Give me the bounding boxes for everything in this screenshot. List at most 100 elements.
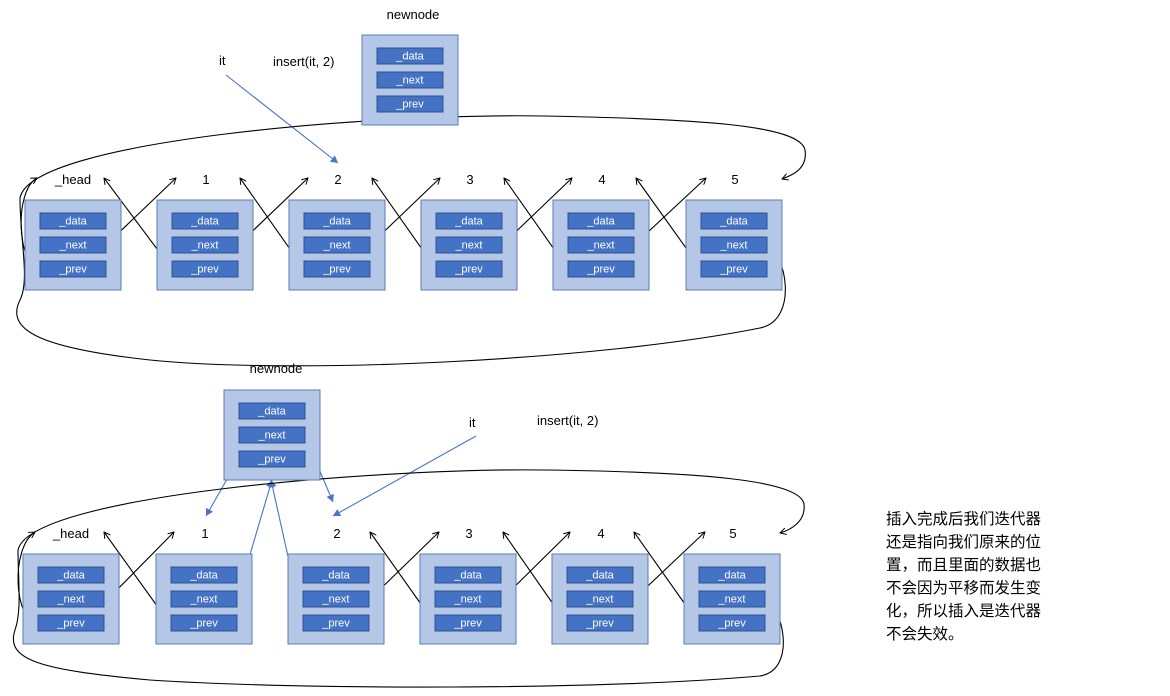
field-next: [302, 590, 370, 608]
field-next-label: _next: [59, 239, 87, 251]
field-next: [434, 590, 502, 608]
field-prev: [700, 260, 768, 278]
field-data-label: _data: [453, 569, 482, 581]
field-prev-label: _prev: [454, 263, 483, 275]
field-data-label: _data: [189, 569, 218, 581]
node-label-1: 1: [202, 172, 209, 187]
field-prev: [302, 614, 370, 632]
list-node-after-0: _data _next _prev: [22, 553, 120, 645]
node-label-2: 2: [334, 172, 341, 187]
field-data: [171, 212, 239, 230]
insert-call-label: insert(it, 2): [273, 54, 334, 69]
newnode-label-after: newnode: [250, 361, 303, 376]
iterator-label: it: [219, 53, 226, 68]
list-node-after-4: _data_next_prev: [551, 553, 649, 645]
list-node-after-5: _data _next _prev: [683, 553, 781, 645]
field-prev: [170, 614, 238, 632]
field-prev: [303, 260, 371, 278]
node-label-5: 5: [731, 172, 738, 187]
field-data-label: _data: [395, 50, 424, 62]
field-prev-label: _prev: [719, 263, 748, 275]
explanation-note: 插入完成后我们迭代器 还是指向我们原来的位 置，而且里面的数据也 不会因为平移而…: [886, 508, 1086, 646]
field-next: [376, 71, 444, 89]
field-next-label: _next: [586, 593, 614, 605]
tail-next-loop: [19, 115, 806, 199]
field-next: [567, 236, 635, 254]
list-node-after-3: _data_next_prev: [419, 553, 517, 645]
field-prev-label: _prev: [56, 617, 85, 629]
field-prev: [698, 614, 766, 632]
node-label-after-5: 5: [729, 526, 736, 541]
field-next-label: _next: [323, 239, 351, 251]
field-data-label: _data: [717, 569, 746, 581]
field-data: [238, 402, 306, 420]
newnode-box-after: _data _next _prev: [223, 389, 321, 481]
insert-call-label-after: insert(it, 2): [537, 413, 598, 428]
field-data-label: _data: [585, 569, 614, 581]
field-next: [171, 236, 239, 254]
list-node-3: _data _next _prev: [420, 199, 518, 291]
field-next-label: _next: [322, 593, 350, 605]
field-next: [303, 236, 371, 254]
field-next: [170, 590, 238, 608]
tail-to-head-loop: [16, 197, 786, 367]
field-data-label: _data: [586, 215, 615, 227]
field-prev-label: _prev: [717, 617, 746, 629]
field-prev-label: _prev: [586, 263, 615, 275]
field-data-label: _data: [257, 405, 286, 417]
field-data-label: _data: [190, 215, 219, 227]
field-prev-label: _prev: [322, 263, 351, 275]
note-line: 化，所以插入是迭代器: [886, 602, 1042, 620]
field-next: [238, 426, 306, 444]
newnode-label: newnode: [387, 7, 440, 22]
field-data-label: _data: [56, 569, 85, 581]
field-next-label: _next: [718, 593, 746, 605]
node-layer: _data _next _prev _data _next _prev _data _next…: [22, 34, 783, 645]
field-data-label: _data: [454, 215, 483, 227]
field-data: [39, 212, 107, 230]
field-next-label: _next: [258, 429, 286, 441]
field-next: [566, 590, 634, 608]
field-prev-label: _prev: [395, 98, 424, 110]
list-node-5: _data_next_prev: [685, 199, 783, 291]
field-next: [39, 236, 107, 254]
field-prev: [39, 260, 107, 278]
field-next-label: _next: [455, 239, 483, 251]
field-data: [37, 566, 105, 584]
field-next: [37, 590, 105, 608]
field-data: [302, 566, 370, 584]
field-data: [170, 566, 238, 584]
node-label-after-2: 2: [333, 526, 340, 541]
field-prev: [238, 450, 306, 468]
newnode-box: _data_next_prev: [361, 34, 459, 126]
field-next-label: _next: [57, 593, 85, 605]
field-prev-label: _prev: [453, 617, 482, 629]
field-next-label: _next: [191, 239, 219, 251]
iterator-label-after: it: [469, 415, 476, 430]
field-next: [700, 236, 768, 254]
field-prev-label: _prev: [190, 263, 219, 275]
field-next: [698, 590, 766, 608]
list-node-2: _data_next_prev: [288, 199, 386, 291]
list-node-after-2: _data_next_prev: [287, 553, 385, 645]
field-data: [567, 212, 635, 230]
field-data-label: _data: [719, 215, 748, 227]
field-data: [700, 212, 768, 230]
node-label-after-3: 3: [465, 526, 472, 541]
field-data: [434, 566, 502, 584]
field-data: [566, 566, 634, 584]
field-next-label: _next: [587, 239, 615, 251]
field-data: [698, 566, 766, 584]
note-line: 不会失效。: [886, 625, 964, 643]
field-prev-label: _prev: [257, 453, 286, 465]
field-prev: [567, 260, 635, 278]
list-node-4: _data _next _prev: [552, 199, 650, 291]
field-data-label: _data: [58, 215, 87, 227]
note-line: 还是指向我们原来的位: [886, 533, 1042, 551]
node-label-0: _head: [54, 172, 91, 187]
field-prev-label: _prev: [321, 617, 350, 629]
field-next: [435, 236, 503, 254]
